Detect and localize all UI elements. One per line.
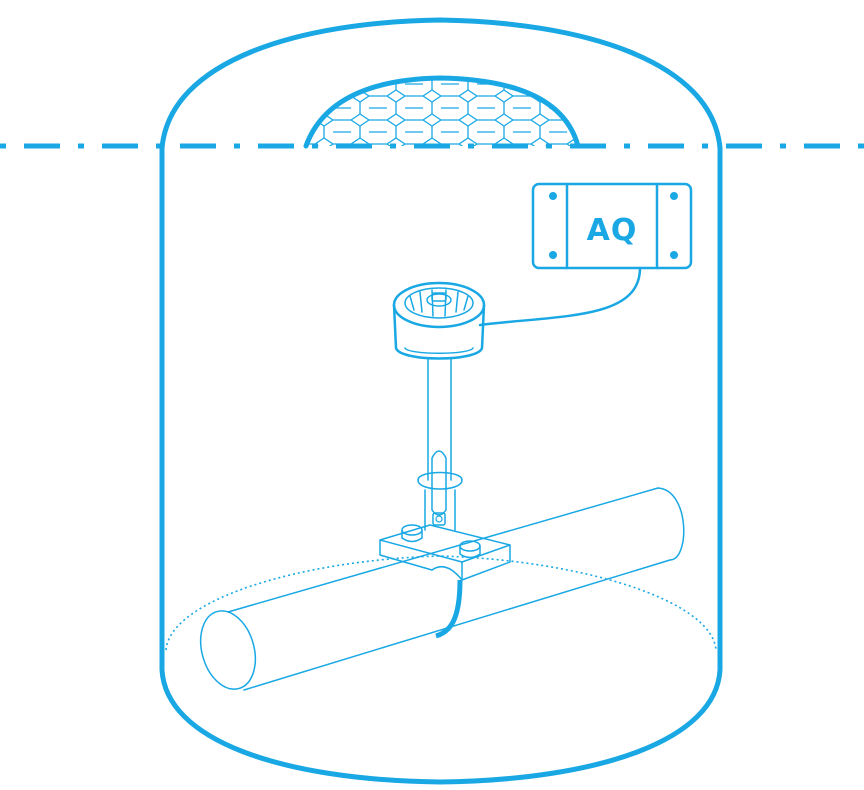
- pipe-clamp-icon: [379, 524, 511, 639]
- sensor-rod-icon: [417, 357, 463, 531]
- sensor-cable: [478, 266, 642, 327]
- manhole-grate-icon: [303, 75, 581, 149]
- pipe-icon: [199, 487, 685, 691]
- sensor-head-icon: [392, 281, 486, 360]
- device-label: AQ: [587, 213, 638, 248]
- manhole-chamber-icon: [159, 17, 723, 785]
- control-box-icon: AQ: [531, 182, 693, 270]
